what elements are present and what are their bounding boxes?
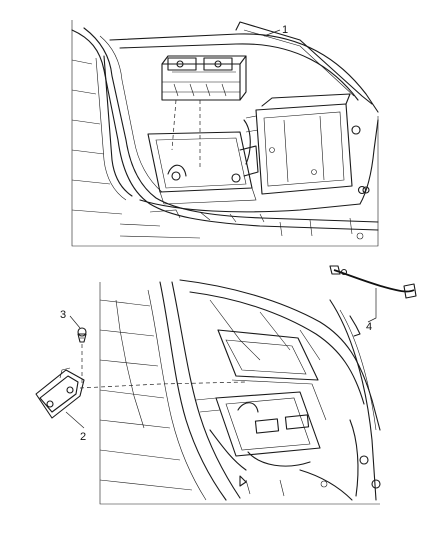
top-view-trunk-battery xyxy=(71,20,379,247)
bracket-part xyxy=(35,367,85,419)
callout-2: 2 xyxy=(65,411,86,443)
callout-4: 4 xyxy=(366,288,377,333)
sensor-cable xyxy=(329,265,417,299)
battery-lower xyxy=(195,391,321,471)
explode-line-bracket xyxy=(79,381,247,389)
callout-1-label: 1 xyxy=(282,24,288,36)
electronic-module xyxy=(239,93,367,195)
callout-3-label: 3 xyxy=(60,309,66,321)
callout-2-label: 2 xyxy=(80,431,86,443)
battery-tray xyxy=(147,131,257,205)
callout-1: 1 xyxy=(263,24,288,37)
callout-3: 3 xyxy=(60,309,81,329)
fastener-part xyxy=(77,327,87,343)
battery-top xyxy=(161,55,247,101)
bottom-view-trunk-sensor xyxy=(99,265,417,505)
callout-4-label: 4 xyxy=(366,321,372,333)
